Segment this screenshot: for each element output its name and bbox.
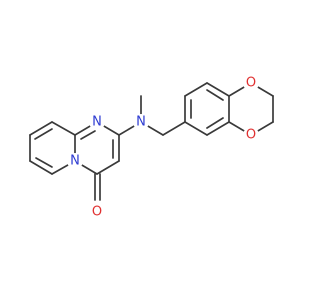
bond-layer <box>29 82 274 201</box>
atom-nitrogen: N <box>67 153 83 169</box>
bond <box>206 121 230 136</box>
atom-nitrogen: N <box>133 114 149 130</box>
atom-label-oxygen: O <box>92 205 102 220</box>
bond-double-inner <box>80 130 96 140</box>
bond <box>29 121 53 136</box>
bond-double-inner <box>206 117 224 129</box>
atom-label-nitrogen: N <box>70 154 80 169</box>
atom-oxygen: O <box>243 75 259 91</box>
bond-double-inner <box>35 157 53 168</box>
atom-oxygen: O <box>89 204 105 220</box>
atom-oxygen: O <box>243 127 259 143</box>
atom-label-oxygen: O <box>246 76 256 91</box>
atom-label-nitrogen: N <box>92 115 102 130</box>
bond <box>29 160 53 175</box>
bond <box>51 121 76 136</box>
bond <box>162 121 186 136</box>
atom-label-nitrogen: N <box>136 115 146 130</box>
bond <box>96 160 120 175</box>
atom-nitrogen: N <box>89 114 105 130</box>
bond-double-inner <box>206 89 224 101</box>
bond <box>184 82 208 97</box>
bond <box>206 82 230 97</box>
molecule-canvas: O O N N N O <box>29 75 274 220</box>
atom-label-layer: O O N N N O <box>67 75 259 220</box>
atom-label-oxygen: O <box>246 128 256 143</box>
bond <box>184 121 208 136</box>
bond-double-inner <box>34 128 53 140</box>
molecule-structure-diagram: O O N N N O <box>29 75 274 220</box>
